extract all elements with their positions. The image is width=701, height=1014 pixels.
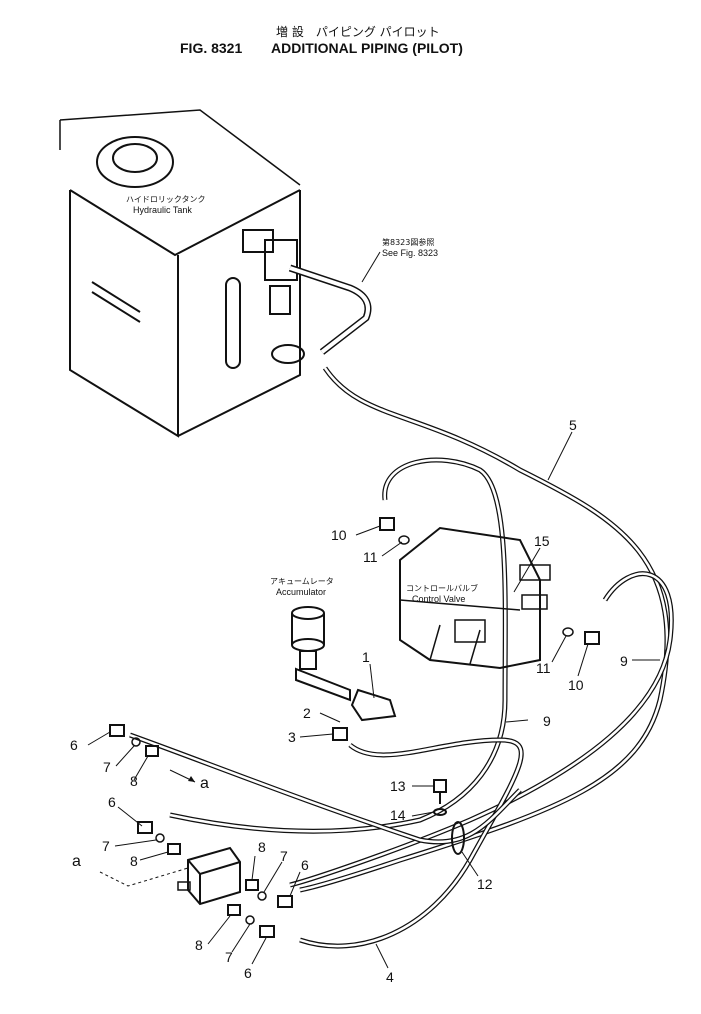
selector-block (177, 846, 241, 906)
hydraulic-tank (59, 109, 305, 438)
hose-lower (129, 732, 522, 845)
callout-6-b: 6 (108, 794, 116, 810)
callout-5: 5 (569, 417, 577, 433)
tank-pipe (288, 264, 372, 355)
callout-7-b: 7 (102, 838, 110, 854)
o-ring-7-a (131, 737, 141, 747)
tank-label-en: Hydraulic Tank (133, 205, 192, 215)
leader-see-fig (361, 251, 381, 283)
fitting-10-right (584, 631, 600, 645)
callout-10-left: 10 (331, 527, 347, 543)
callout-7-d: 7 (225, 949, 233, 965)
callout-7-a: 7 (103, 759, 111, 775)
callout-6-d: 6 (244, 965, 252, 981)
valve-label-jp: コントロールバルブ (406, 583, 478, 593)
fitting-6-d (259, 925, 275, 938)
hose-9-upper (169, 457, 508, 834)
callout-6-c: 6 (301, 857, 309, 873)
control-valve (399, 526, 551, 670)
callout-2: 2 (303, 705, 311, 721)
callout-8-a: 8 (130, 773, 138, 789)
accumulator-label-jp: アキュームレータ (270, 577, 334, 586)
callout-8-c: 8 (258, 839, 266, 855)
callout-8-b: 8 (130, 853, 138, 869)
callout-11-left: 11 (363, 549, 378, 565)
hose-5 (299, 366, 670, 893)
callout-1: 1 (362, 649, 370, 665)
fitting-3 (332, 727, 348, 741)
hose-9-right (289, 571, 674, 888)
callout-8-d: 8 (195, 937, 203, 953)
tank-label-jp: ハイドロリックタンク (126, 195, 206, 204)
see-fig-label-jp: 第8323図参照 (382, 237, 434, 247)
callout-4: 4 (386, 969, 394, 985)
fitting-10-left (379, 517, 395, 531)
figure-number: FIG. 8321 (180, 40, 242, 56)
fitting-8-d (227, 904, 241, 916)
callout-9-right: 9 (620, 653, 628, 669)
sight-gauge (225, 277, 241, 369)
fitting-6-c (277, 895, 293, 908)
accumulator-label-en: Accumulator (276, 587, 326, 597)
hose-clamp (451, 821, 465, 855)
filler-cap (96, 136, 174, 188)
o-ring-11-right (562, 627, 574, 637)
ref-label-a-lower: a (72, 853, 81, 870)
o-ring-11-left (398, 535, 410, 545)
callout-11-right: 11 (536, 660, 551, 676)
figure-title: ADDITIONAL PIPING (PILOT) (271, 40, 463, 56)
callout-15: 15 (534, 533, 550, 549)
callout-6-a: 6 (70, 737, 78, 753)
fitting-6-a (109, 724, 125, 737)
hose-4 (299, 737, 524, 949)
o-ring-7-b (155, 833, 165, 843)
see-fig-label-en: See Fig. 8323 (382, 248, 438, 258)
o-ring-7-d (245, 915, 255, 925)
callout-7-c: 7 (280, 848, 288, 864)
ref-arrow-a-lower (99, 867, 189, 887)
bolt-13 (433, 779, 447, 804)
accumulator (291, 606, 351, 702)
block-1 (350, 688, 397, 722)
o-ring-7-c (257, 891, 267, 901)
callout-14: 14 (390, 807, 406, 823)
callout-numbers: 1 2 3 4 5 6 6 6 6 7 7 7 7 8 8 8 8 9 9 10… (70, 417, 628, 985)
title-japanese: 増 設 パイピング パイロット (276, 24, 440, 39)
leader-lines (87, 431, 660, 969)
callout-3: 3 (288, 729, 296, 745)
fitting-8-b (167, 843, 181, 855)
fitting-6-b (137, 821, 153, 834)
callout-13: 13 (390, 778, 406, 794)
callout-9-center: 9 (543, 713, 551, 729)
ref-label-a-upper: a (200, 775, 209, 792)
fitting-8-a (145, 745, 159, 757)
fitting-8-c (245, 879, 259, 891)
valve-label-en: Control Valve (412, 594, 465, 604)
callout-10-right: 10 (568, 677, 584, 693)
callout-12: 12 (477, 876, 493, 892)
